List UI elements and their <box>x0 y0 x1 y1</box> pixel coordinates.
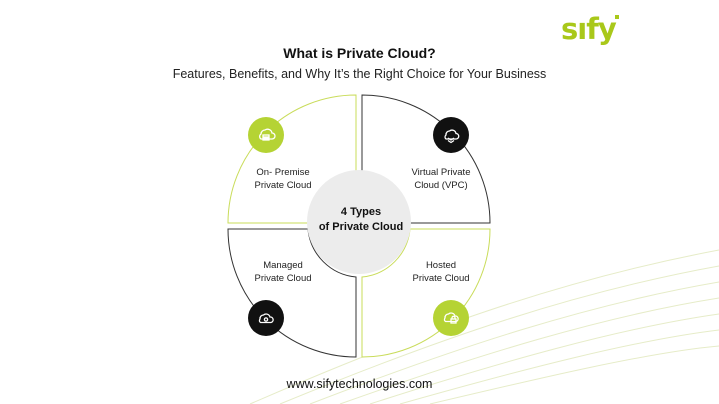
center-label: 4 Types of Private Cloud <box>316 205 406 235</box>
logo-accent-dot <box>615 15 619 19</box>
quadrant-managed-label: Managed Private Cloud <box>223 260 343 285</box>
center-label-line1: 4 Types <box>340 206 382 218</box>
quadrant-bottom-left-shape <box>227 228 357 358</box>
managed-line1: Managed <box>263 260 303 271</box>
quadrant-bottom-right-shape <box>361 228 491 358</box>
vpc-line1: Virtual Private <box>411 167 471 178</box>
sify-logo: sıfy <box>561 12 617 46</box>
on-premise-line2: Private Cloud <box>254 179 312 191</box>
managed-line2: Private Cloud <box>254 272 312 284</box>
page-title: What is Private Cloud? <box>283 45 436 61</box>
cloud-layers-icon <box>433 117 469 153</box>
on-premise-line1: On- Premise <box>256 167 310 178</box>
quadrant-vpc-label: Virtual Private Cloud (VPC) <box>381 167 501 192</box>
cloud-lock-icon <box>433 300 469 336</box>
website-url[interactable]: www.sifytechnologies.com <box>286 377 433 391</box>
hosted-line1: Hosted <box>425 260 457 271</box>
server-cloud-icon <box>248 117 284 153</box>
cloud-settings-icon <box>248 300 284 336</box>
page-subtitle: Features, Benefits, and Why It’s the Rig… <box>172 67 547 81</box>
center-label-line2: of Private Cloud <box>318 221 404 233</box>
hosted-line2: Private Cloud <box>412 272 470 284</box>
center-circle <box>307 170 411 274</box>
quadrant-on-premise-label: On- Premise Private Cloud <box>223 167 343 192</box>
vpc-line2: Cloud (VPC) <box>414 179 468 191</box>
quadrant-hosted-label: Hosted Private Cloud <box>381 260 501 285</box>
